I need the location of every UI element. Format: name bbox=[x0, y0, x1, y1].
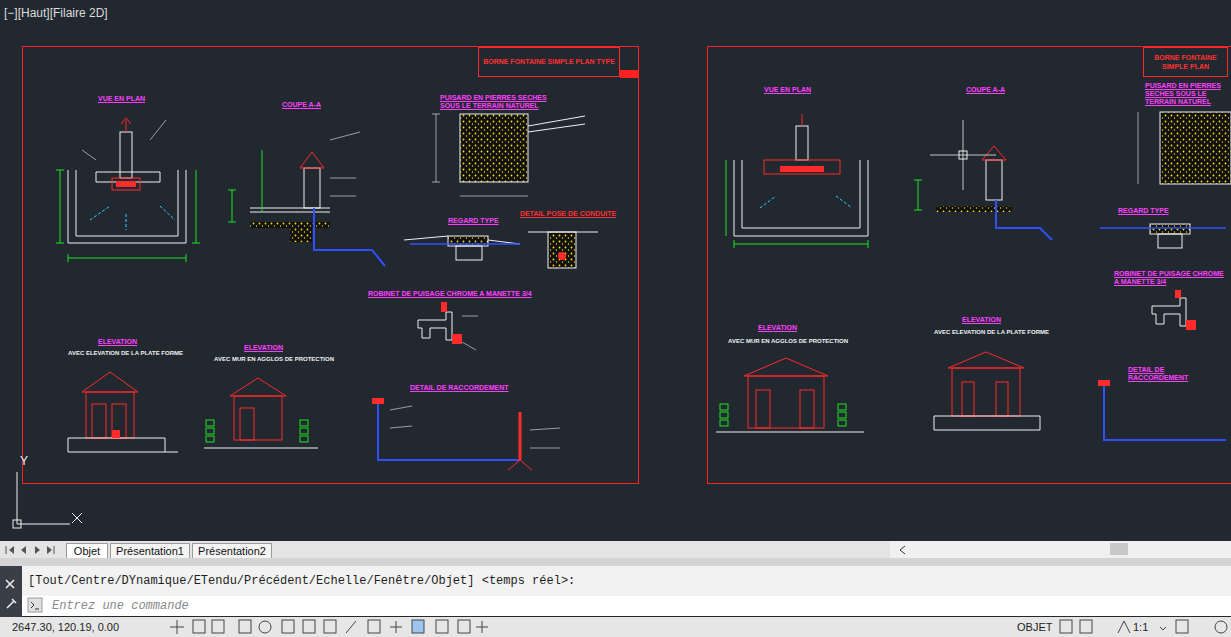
view-heading: VUE EN PLAN bbox=[764, 86, 811, 94]
node-text-group: Entrez une commande bbox=[52, 599, 189, 613]
view-subtitle: AVEC ELEVATION DE LA PLATE FORME bbox=[68, 350, 183, 357]
layout-tab: Présentation1 bbox=[110, 543, 190, 558]
view-heading: VUE EN PLAN bbox=[98, 95, 145, 103]
layout-tab: Objet bbox=[66, 543, 108, 558]
detail-heading: DETAIL DE RACCORDEMENT bbox=[410, 384, 509, 392]
detail-heading: DETAIL POSE DE CONDUITE bbox=[520, 210, 616, 218]
title-box: BORNE FONTAINE SIMPLE PLAN bbox=[1143, 47, 1228, 77]
title-box: BORNE FONTAINE SIMPLE PLAN TYPE bbox=[478, 47, 620, 77]
node-text-group: Objet bbox=[74, 545, 100, 557]
detail-heading: ROBINET DE PUISAGE CHROME A MANETTE 3/4 bbox=[368, 290, 532, 298]
view-subtitle: AVEC ELEVATION DE LA PLATE FORME bbox=[934, 329, 1049, 336]
command-input: Entrez une commande bbox=[46, 598, 746, 614]
node-text: BORNE FONTAINE SIMPLE PLAN TYPE bbox=[483, 57, 615, 66]
view-subtitle: AVEC MUR EN AGGLOS DE PROTECTION bbox=[214, 356, 334, 363]
node-text: Présentation1 bbox=[116, 545, 184, 557]
model-button: OBJET bbox=[1017, 621, 1052, 634]
detail-heading: PUISARD EN PIERRES SECHES SOUS LE TERRAI… bbox=[440, 94, 552, 110]
view-heading: ELEVATION bbox=[758, 324, 797, 332]
viewport-label: [−][Haut][Filaire 2D] bbox=[4, 7, 108, 21]
node-text-group: BORNE FONTAINE SIMPLE PLAN TYPE bbox=[483, 57, 615, 66]
detail-heading: REGARD TYPE bbox=[1118, 207, 1169, 215]
view-heading: COUPE A-A bbox=[966, 86, 1005, 94]
node-text: Présentation2 bbox=[198, 545, 266, 557]
detail-heading: REGARD TYPE bbox=[448, 217, 499, 225]
detail-heading: ROBINET DE PUISAGE CHROME A MANETTE 3/4 bbox=[1114, 270, 1226, 286]
node-text-group: Présentation1 bbox=[116, 545, 184, 557]
view-heading: ELEVATION bbox=[962, 316, 1001, 324]
node-text-group: Présentation2 bbox=[198, 545, 266, 557]
node-text: BORNE FONTAINE SIMPLE PLAN bbox=[1147, 53, 1224, 71]
detail-heading: PUISARD EN PIERRES SECHES SOUS LE TERRAI… bbox=[1145, 82, 1227, 106]
coordinates: 2647.30, 120.19, 0.00 bbox=[12, 621, 119, 634]
node-text: Entrez une commande bbox=[52, 599, 189, 613]
annotation-scale: 1:1 bbox=[1133, 621, 1148, 634]
view-heading: ELEVATION bbox=[98, 338, 137, 346]
view-heading: COUPE A-A bbox=[282, 101, 321, 109]
view-subtitle: AVEC MUR EN AGGLOS DE PROTECTION bbox=[728, 338, 848, 345]
layout-tab: Présentation2 bbox=[192, 543, 272, 558]
view-heading: ELEVATION bbox=[244, 344, 283, 352]
detail-heading: DETAIL DE RACCORDEMENT bbox=[1128, 366, 1226, 382]
node-text: Objet bbox=[74, 545, 100, 557]
command-history: [Tout/Centre/DYnamique/ETendu/Précédent/… bbox=[28, 575, 575, 589]
node-text-group: BORNE FONTAINE SIMPLE PLAN bbox=[1147, 53, 1224, 71]
ucs-axis-label: Y bbox=[20, 455, 28, 469]
